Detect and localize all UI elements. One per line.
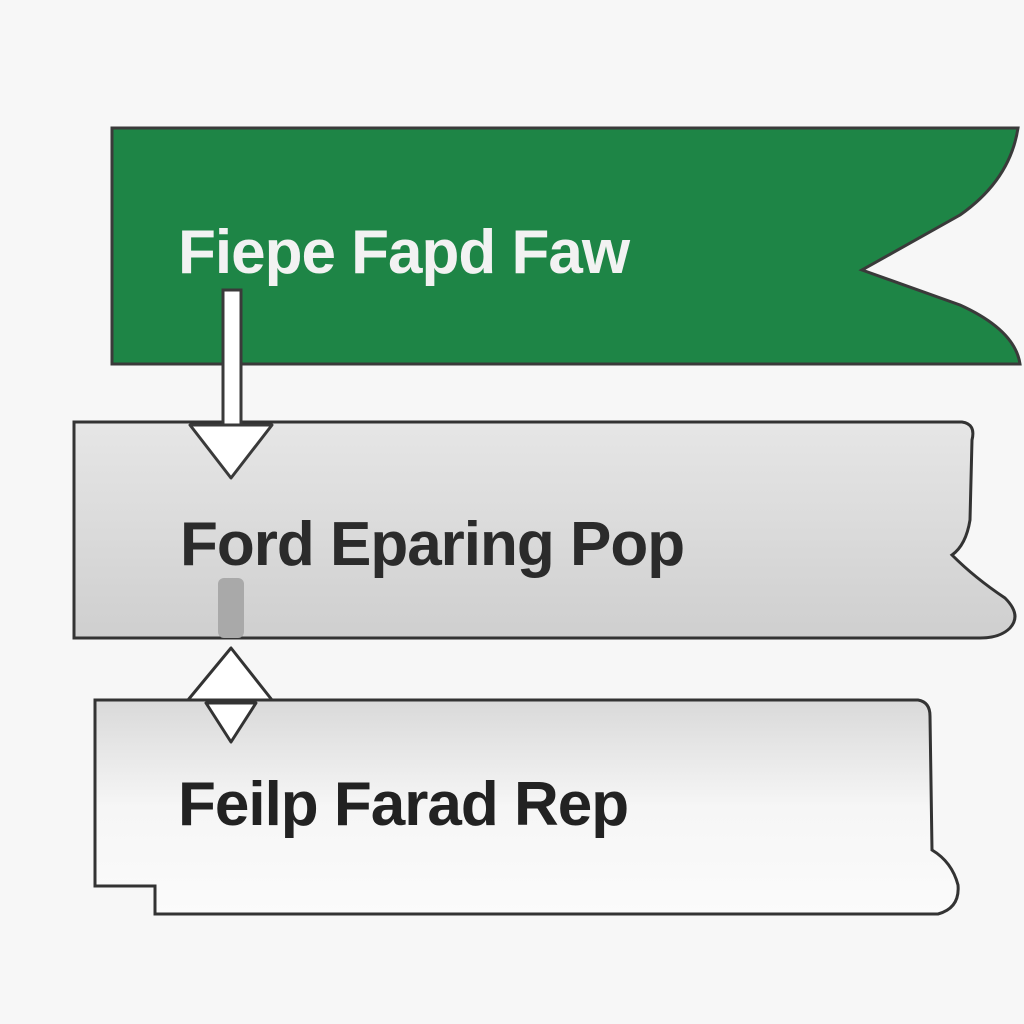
down-arrow-icon	[188, 288, 274, 480]
bottom-box-shape	[93, 698, 960, 916]
middle-box-label: Ford Eparing Pop	[180, 510, 685, 579]
top-box-label: Fiepe Fapd Faw	[178, 218, 630, 287]
middle-box-shape	[72, 420, 1017, 640]
up-arrow-icon	[186, 578, 274, 744]
top-box-shape	[110, 126, 1022, 366]
bottom-box-label: Feilp Farad Rep	[178, 770, 629, 839]
